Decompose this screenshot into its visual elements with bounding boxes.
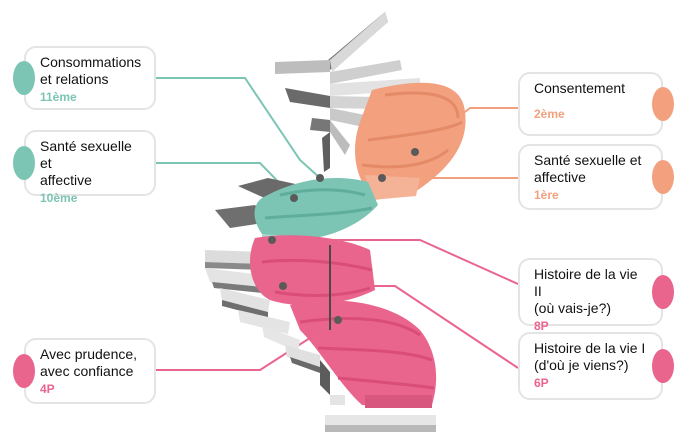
anchor-dot xyxy=(378,174,386,182)
card-consommations-relations: Consommations et relations 11ème xyxy=(24,46,156,110)
card-title: Santé sexuelle et affective xyxy=(534,152,649,186)
card-title: Avec prudence, avec confiance xyxy=(40,346,142,380)
card-grade: 2ème xyxy=(534,107,649,121)
card-grade: 4P xyxy=(40,382,142,396)
anchor-dot xyxy=(411,148,419,156)
pink-marker xyxy=(13,354,35,388)
card-grade: 10ème xyxy=(40,191,142,205)
card-title: Consentement xyxy=(534,80,649,97)
card-grade: 6P xyxy=(534,376,649,390)
teal-marker xyxy=(13,61,35,95)
orange-spiral-band xyxy=(355,83,466,200)
card-sante-sexuelle-1: Santé sexuelle et affective 1ère xyxy=(518,144,663,210)
anchor-dot xyxy=(334,316,342,324)
card-histoire-vie-1: Histoire de la vie I (d'où je viens?) 6P xyxy=(518,332,663,400)
anchor-dot xyxy=(290,194,298,202)
card-grade: 8P xyxy=(534,319,649,333)
card-title: Histoire de la vie II (où vais-je?) xyxy=(534,266,649,317)
card-grade: 11ème xyxy=(40,90,142,104)
anchor-dot xyxy=(268,236,276,244)
card-prudence-confiance: Avec prudence, avec confiance 4P xyxy=(24,338,156,404)
pink-marker xyxy=(652,349,674,383)
card-histoire-vie-2: Histoire de la vie II (où vais-je?) 8P xyxy=(518,258,663,326)
pink-marker xyxy=(652,275,674,309)
card-title: Consommations et relations xyxy=(40,54,142,88)
card-sante-sexuelle-10: Santé sexuelle et affective 10ème xyxy=(24,130,156,196)
anchor-dot xyxy=(316,174,324,182)
orange-marker xyxy=(652,87,674,121)
teal-marker xyxy=(13,146,35,180)
card-title: Histoire de la vie I (d'où je viens?) xyxy=(534,340,649,374)
card-title: Santé sexuelle et affective xyxy=(40,138,142,189)
orange-marker xyxy=(652,160,674,194)
card-grade: 1ère xyxy=(534,188,649,202)
card-consentement: Consentement 2ème xyxy=(518,72,663,136)
anchor-dot xyxy=(279,282,287,290)
